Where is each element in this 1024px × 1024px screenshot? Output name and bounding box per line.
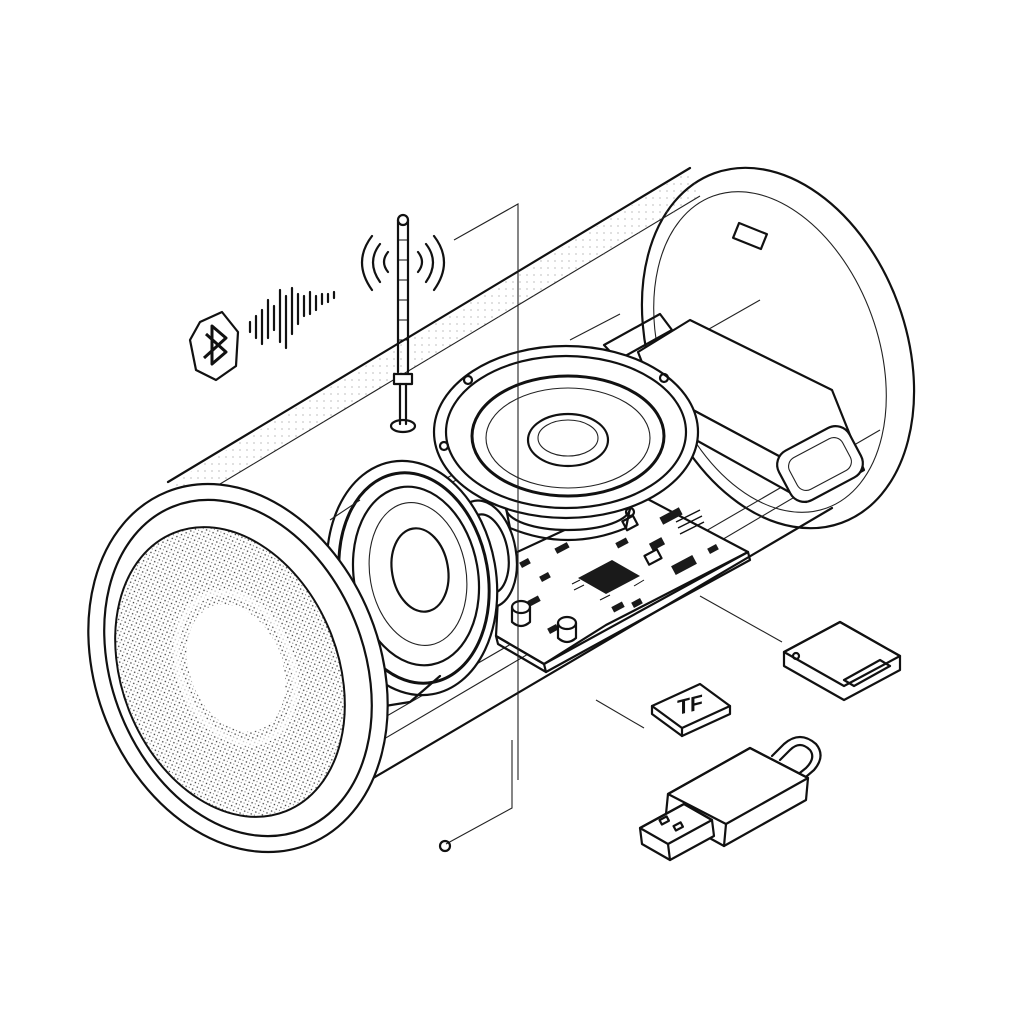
woofer-speaker — [432, 344, 700, 542]
usb-drive-icon — [638, 735, 822, 862]
callout-dot — [438, 839, 452, 853]
processor-chip — [571, 560, 645, 601]
waveform-icon — [248, 286, 336, 350]
antenna — [389, 213, 417, 434]
circuit-board — [494, 493, 752, 674]
wireless-signal-icon — [360, 234, 446, 292]
leader-lines — [445, 203, 783, 845]
capacitor — [510, 599, 532, 628]
tf-label: TF — [650, 682, 732, 738]
capacitor — [556, 615, 578, 644]
bluetooth-icon — [188, 310, 240, 382]
front-grille — [87, 482, 389, 854]
sd-card-icon — [782, 620, 902, 702]
